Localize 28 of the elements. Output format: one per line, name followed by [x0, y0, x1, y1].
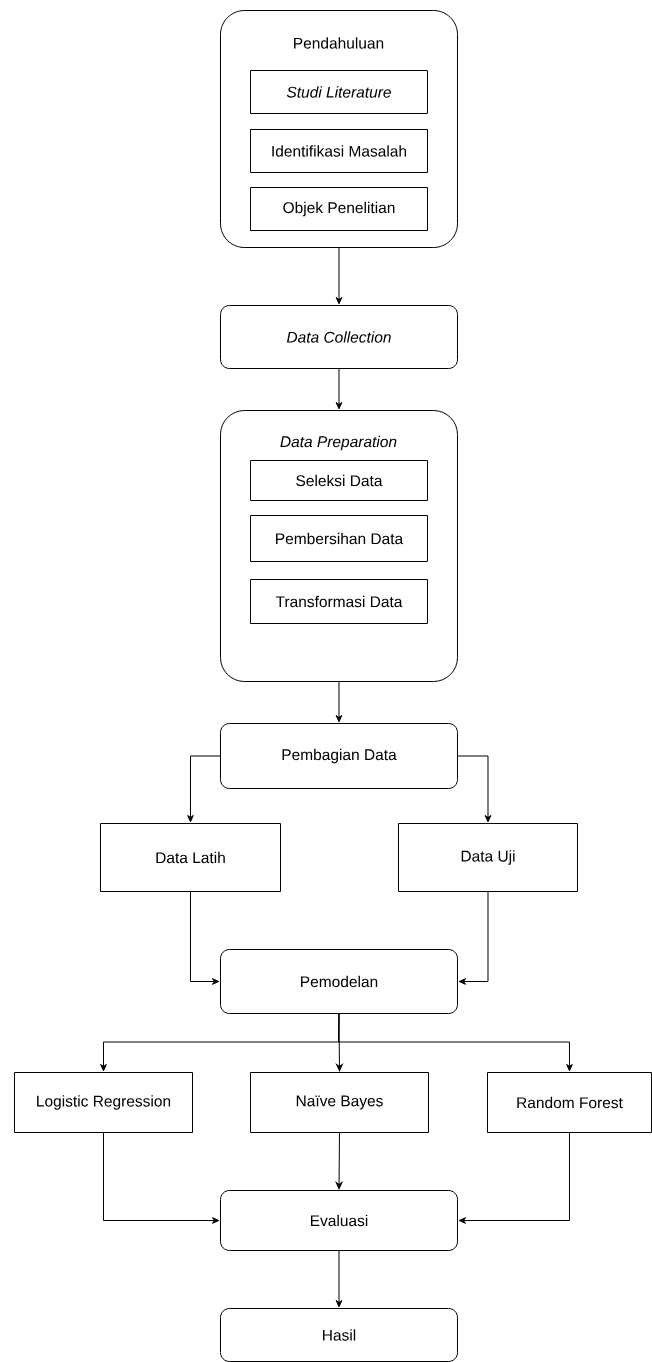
step-box: Data Latih: [100, 823, 281, 892]
step-box: Logistic Regression: [14, 1072, 193, 1133]
arrow: [187, 755, 221, 823]
arrow: [457, 755, 492, 823]
arrow: [190, 891, 220, 985]
arrow: [458, 1132, 570, 1224]
step-box: Transformasi Data: [250, 579, 428, 624]
step-box: Objek Penelitian: [250, 187, 428, 231]
arrow: [335, 368, 343, 410]
arrow: [103, 1132, 220, 1224]
process-box: Evaluasi: [220, 1190, 458, 1251]
arrow: [335, 247, 343, 305]
arrow: [338, 1013, 573, 1072]
step-box: Naïve Bayes: [250, 1072, 429, 1133]
step-box: Identifikasi Masalah: [250, 129, 428, 173]
arrow: [458, 891, 489, 985]
arrow: [335, 681, 343, 723]
arrow: [335, 1250, 343, 1308]
step-box: Studi Literature: [250, 70, 428, 114]
process-box: Pembagian Data: [220, 723, 458, 789]
arrow: [335, 1132, 343, 1190]
process-box: Data Collection: [220, 305, 458, 369]
process-box: Pemodelan: [220, 949, 458, 1014]
step-box: Data Uji: [398, 823, 578, 892]
step-box: Seleksi Data: [250, 460, 428, 501]
step-box: Pembersihan Data: [250, 515, 428, 562]
step-box: Random Forest: [487, 1072, 652, 1133]
process-box: Hasil: [220, 1308, 458, 1362]
